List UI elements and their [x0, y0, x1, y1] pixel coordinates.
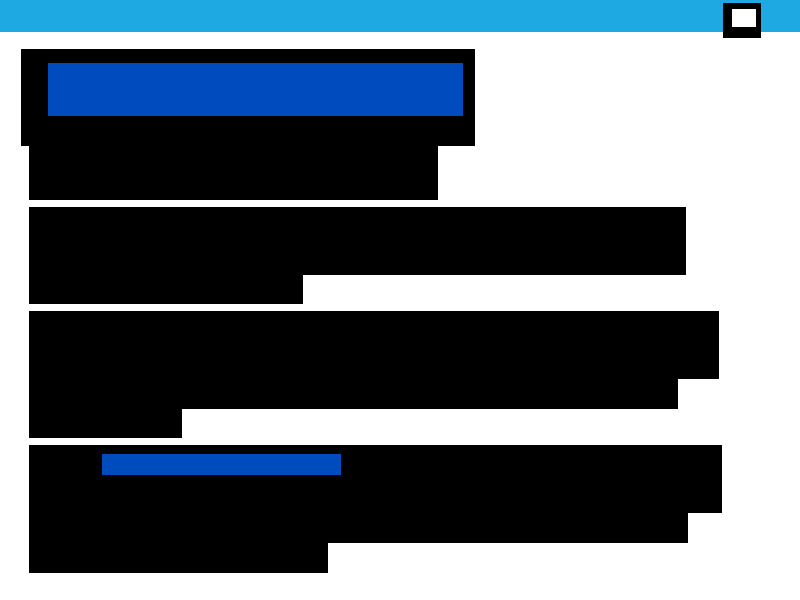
window-button[interactable] — [723, 3, 761, 38]
header-highlight-bar — [48, 63, 463, 116]
paragraph-1-line-2 — [29, 146, 438, 200]
window-icon — [732, 9, 756, 27]
paragraph-3-line-2 — [29, 379, 678, 409]
paragraph-2-line-1 — [29, 207, 686, 275]
paragraph-3-line-3 — [29, 409, 182, 438]
paragraph-4-line-3 — [29, 543, 328, 573]
paragraph-3-line-1 — [29, 311, 719, 379]
paragraph-2-line-2 — [29, 275, 303, 304]
paragraph-4-link-highlight[interactable] — [102, 454, 341, 475]
top-bar — [0, 0, 800, 32]
paragraph-4-line-2 — [29, 513, 688, 543]
